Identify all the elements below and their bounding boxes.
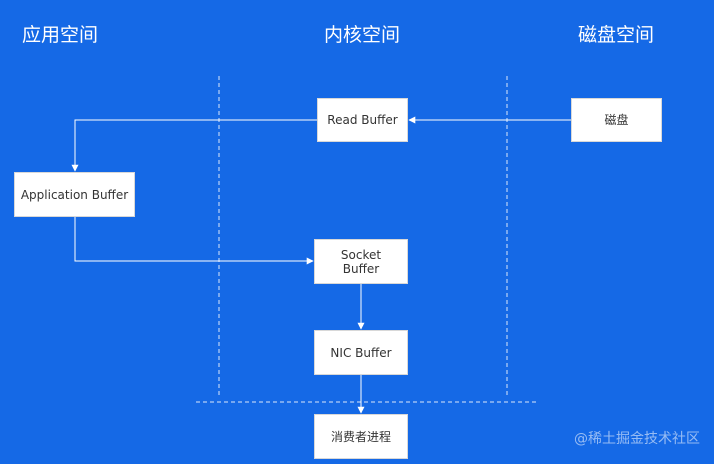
arrow-read-buffer-to-app-buffer (71, 119, 317, 172)
disk-box: 磁盘 (571, 98, 662, 142)
heading-app-space: 应用空间 (22, 24, 99, 46)
nic-buffer-box: NIC Buffer (314, 330, 408, 375)
disk-label: 磁盘 (604, 113, 629, 127)
watermark: @稀土掘金技术社区 (574, 431, 700, 447)
consumer-process-box: 消费者进程 (314, 414, 408, 459)
heading-kernel-space: 内核空间 (324, 24, 401, 46)
socket-buffer-label-line1: Socket (340, 247, 382, 262)
read-buffer-box: Read Buffer (317, 98, 408, 142)
nic-buffer-label: NIC Buffer (330, 345, 392, 360)
socket-buffer-label-line2: Buffer (342, 261, 380, 276)
socket-buffer-box: Socket Buffer (314, 239, 408, 284)
heading-disk-space: 磁盘空间 (578, 24, 655, 46)
application-buffer-box: Application Buffer (14, 172, 135, 217)
arrow-app-buffer-to-socket-buffer (74, 217, 314, 265)
application-buffer-label: Application Buffer (20, 187, 129, 202)
consumer-process-label: 消费者进程 (330, 429, 391, 444)
read-buffer-label: Read Buffer (327, 113, 398, 127)
